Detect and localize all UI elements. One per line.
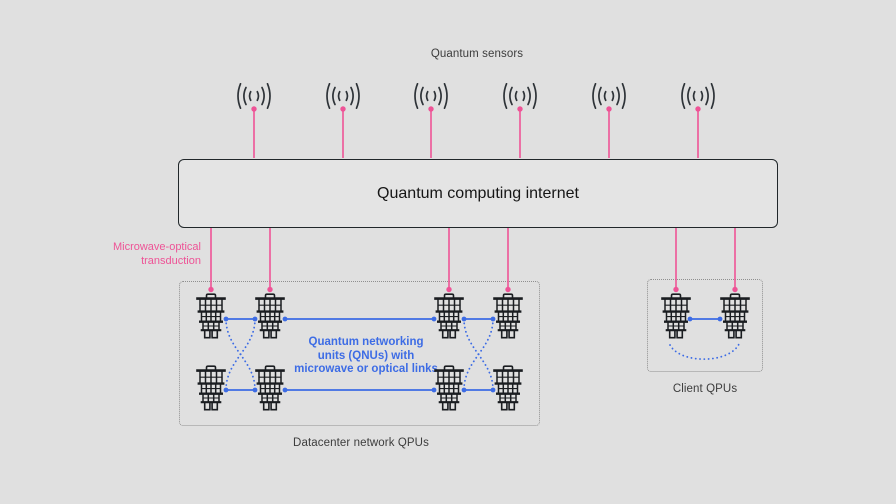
qpu-icon <box>493 365 523 415</box>
quantum-sensors-label: Quantum sensors <box>430 48 524 60</box>
quantum-computing-internet-box: Quantum computing internet <box>178 159 778 228</box>
microwave-optical-transduction-label: Microwave-optical transduction <box>80 241 201 268</box>
qnu-label-line2: units (QNUs) with <box>317 349 415 362</box>
qpu-icon <box>720 293 750 343</box>
qpu-icon <box>493 293 523 343</box>
client-qpus-label: Client QPUs <box>672 383 738 395</box>
quantum-sensor-icon <box>235 83 273 109</box>
client-qpus-box <box>647 279 763 372</box>
quantum-sensor-icon <box>324 83 362 109</box>
quantum-sensor-icon <box>590 83 628 109</box>
transduction-label-line1: Microwave-optical <box>112 241 201 253</box>
qnu-label-line3: microwave or optical links <box>294 363 438 375</box>
quantum-computing-internet-label: Quantum computing internet <box>377 184 579 202</box>
qpu-icon <box>661 293 691 343</box>
qpu-icon <box>196 365 226 415</box>
qpu-icon <box>434 365 464 415</box>
qpu-icon <box>196 293 226 343</box>
quantum-sensor-icon <box>679 83 717 109</box>
sensor-transduction-links <box>251 106 701 158</box>
qpu-icon <box>255 365 285 415</box>
transduction-label-line2: transduction <box>141 254 201 267</box>
quantum-sensor-icon <box>501 83 539 109</box>
qpu-icon <box>255 293 285 343</box>
qnu-label-line1: Quantum networking <box>308 336 424 348</box>
qnu-links-label: Quantum networking units (QNUs) with mic… <box>286 336 446 377</box>
datacenter-qpus-label: Datacenter network QPUs <box>293 437 429 449</box>
datacenter-qpus-box <box>179 281 540 426</box>
qpu-icon <box>434 293 464 343</box>
quantum-sensor-icon <box>412 83 450 109</box>
